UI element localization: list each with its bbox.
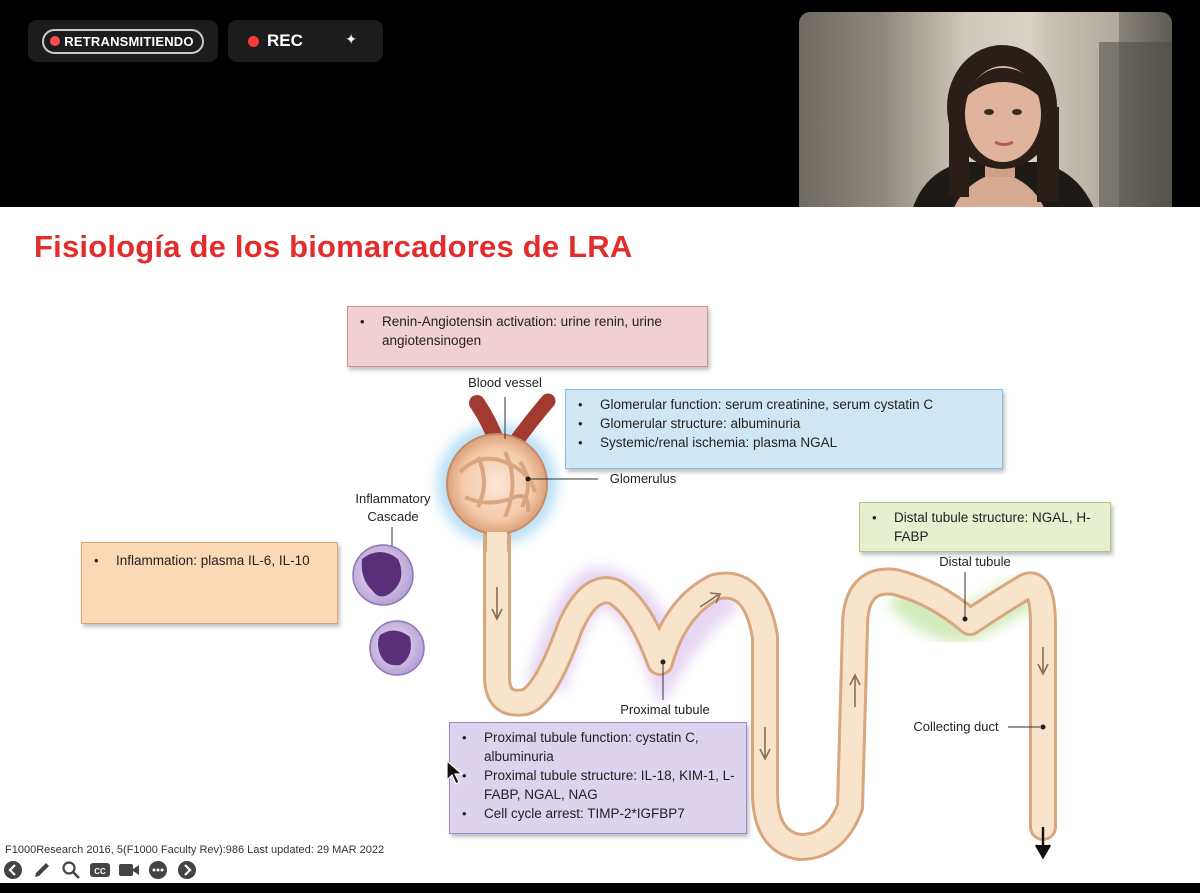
rec-label: REC bbox=[267, 31, 303, 50]
live-dot-icon bbox=[50, 36, 61, 46]
label-inflammatory-cascade: Inflammatory Cascade bbox=[338, 490, 448, 526]
mouse-cursor-icon bbox=[446, 759, 464, 791]
presentation-slide: Fisiología de los biomarcadores de LRA bbox=[0, 207, 1200, 883]
svg-text:CC: CC bbox=[94, 867, 106, 876]
more-icon[interactable] bbox=[147, 859, 169, 881]
label-proximal-tubule: Proximal tubule bbox=[620, 702, 710, 717]
inflammation-item: Inflammation: plasma IL-6, IL-10 bbox=[92, 551, 327, 570]
proximal-item: Cell cycle arrest: TIMP-2*IGFBP7 bbox=[460, 804, 736, 823]
outflow-arrow bbox=[1034, 827, 1052, 860]
proximal-item: Proximal tubule structure: IL-18, KIM-1,… bbox=[460, 766, 736, 804]
distal-biomarker-box: Distal tubule structure: NGAL, H-FABP bbox=[859, 502, 1111, 552]
label-inflammatory-line1: Inflammatory bbox=[355, 491, 431, 506]
glomerular-biomarker-box: Glomerular function: serum creatinine, s… bbox=[565, 389, 1003, 469]
live-label: RETRANSMITIENDO bbox=[64, 33, 194, 49]
label-glomerulus: Glomerulus bbox=[609, 471, 677, 486]
inflammatory-cell-2 bbox=[369, 620, 425, 676]
pen-icon[interactable] bbox=[31, 859, 53, 881]
proximal-item: Proximal tubule function: cystatin C, al… bbox=[460, 728, 736, 766]
presentation-toolbar: CC bbox=[2, 858, 198, 882]
label-inflammatory-line2: Cascade bbox=[367, 509, 419, 524]
raas-item: Renin-Angiotensin activation: urine reni… bbox=[358, 312, 697, 350]
label-collecting-duct: Collecting duct bbox=[913, 719, 999, 734]
live-badge: RETRANSMITIENDO bbox=[42, 28, 204, 54]
forward-icon[interactable] bbox=[176, 859, 198, 881]
record-dot-icon bbox=[248, 35, 259, 47]
captions-icon[interactable]: CC bbox=[89, 859, 111, 881]
back-icon[interactable] bbox=[2, 859, 24, 881]
recording-pill[interactable]: REC ✦ bbox=[228, 20, 383, 62]
nephron-diagram bbox=[352, 393, 1061, 861]
glomerular-item: Glomerular function: serum creatinine, s… bbox=[576, 395, 992, 414]
presenter-silhouette bbox=[909, 12, 1172, 222]
camera-icon[interactable] bbox=[118, 859, 140, 881]
slide-title: Fisiología de los biomarcadores de LRA bbox=[34, 229, 633, 264]
inflammatory-cell-1 bbox=[352, 544, 414, 606]
glomerular-item: Systemic/renal ischemia: plasma NGAL bbox=[576, 433, 992, 452]
flow-arrow-4 bbox=[1037, 647, 1049, 676]
zoom-icon[interactable] bbox=[60, 859, 82, 881]
label-blood-vessel: Blood vessel bbox=[468, 375, 542, 390]
sparkle-icon[interactable]: ✦ bbox=[345, 31, 357, 47]
tubule-lumen bbox=[486, 526, 1054, 858]
live-status-pill[interactable]: RETRANSMITIENDO bbox=[28, 20, 218, 62]
proximal-biomarker-box: Proximal tubule function: cystatin C, al… bbox=[449, 722, 747, 834]
raas-biomarker-box: Renin-Angiotensin activation: urine reni… bbox=[347, 306, 708, 367]
slide-citation: F1000Research 2016, 5(F1000 Faculty Rev)… bbox=[5, 844, 385, 856]
distal-item: Distal tubule structure: NGAL, H-FABP bbox=[870, 508, 1100, 546]
flow-arrow-1 bbox=[491, 587, 503, 621]
label-distal-tubule: Distal tubule bbox=[939, 554, 1011, 569]
flow-arrow-5 bbox=[699, 592, 722, 608]
glomerular-item: Glomerular structure: albuminuria bbox=[576, 414, 992, 433]
flow-arrow-2 bbox=[759, 727, 771, 761]
inflammation-biomarker-box: Inflammation: plasma IL-6, IL-10 bbox=[81, 542, 338, 624]
flow-arrow-3 bbox=[849, 673, 861, 707]
presenter-video[interactable] bbox=[799, 12, 1172, 222]
